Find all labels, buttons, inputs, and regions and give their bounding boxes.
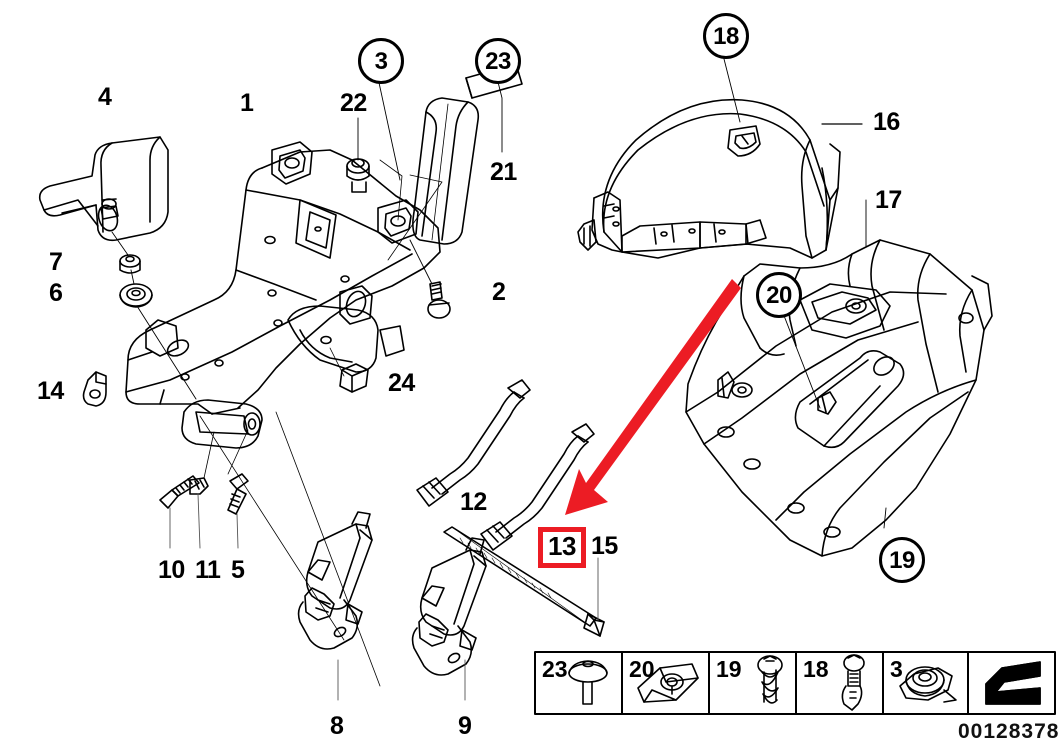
- part-24-block: [339, 363, 369, 393]
- part-11-washer: [189, 477, 209, 495]
- callout-7[interactable]: 7: [49, 248, 63, 276]
- part-2-bolt: [427, 281, 451, 319]
- part-14-clip: [82, 371, 107, 407]
- legend-icon-20: [637, 663, 699, 703]
- callout-18[interactable]: 18: [703, 13, 749, 59]
- part-7-washer: [119, 254, 141, 274]
- part-3-adjust-tube: [412, 97, 480, 245]
- legend-number-23[interactable]: 23: [542, 656, 568, 682]
- callout-16[interactable]: 16: [873, 108, 900, 136]
- callout-14[interactable]: 14: [37, 377, 64, 405]
- callout-4[interactable]: 4: [98, 83, 112, 111]
- part-5-bolt: [227, 473, 249, 515]
- legend-box: [534, 651, 1056, 715]
- callout-19[interactable]: 19: [879, 537, 925, 583]
- legend-number-3[interactable]: 3: [890, 656, 903, 682]
- legend-number-20[interactable]: 20: [629, 656, 655, 682]
- callout-1[interactable]: 1: [240, 89, 254, 117]
- callout-2[interactable]: 2: [492, 278, 506, 306]
- callout-15[interactable]: 15: [591, 532, 618, 560]
- diagram-id: 00128378: [958, 720, 1060, 743]
- legend-number-19[interactable]: 19: [716, 656, 742, 682]
- callout-12[interactable]: 12: [460, 488, 487, 516]
- part-15-cable-tie: [443, 526, 605, 637]
- callout-9[interactable]: 9: [458, 712, 472, 740]
- callout-11[interactable]: 11: [195, 556, 221, 584]
- part-12-cable: [416, 379, 531, 507]
- callout-6[interactable]: 6: [49, 279, 63, 307]
- legend-number-18[interactable]: 18: [803, 656, 829, 682]
- callout-22[interactable]: 22: [340, 89, 367, 117]
- part-4-lever: [38, 136, 169, 242]
- callout-20[interactable]: 20: [756, 272, 802, 318]
- callout-10[interactable]: 10: [158, 556, 185, 584]
- callout-24[interactable]: 24: [388, 369, 415, 397]
- highlight-arrow: [565, 279, 741, 515]
- callout-17[interactable]: 17: [875, 186, 902, 214]
- part-10-bolt: [159, 475, 200, 509]
- callout-8[interactable]: 8: [330, 712, 344, 740]
- legend-icon-23: [568, 660, 608, 705]
- legend-icon-direction-arrow: [985, 661, 1041, 705]
- part-13-cable: [480, 423, 595, 551]
- part-1-column-bracket: [125, 141, 441, 449]
- legend-icon-3: [899, 666, 957, 703]
- part-17-lower-cover: [685, 239, 993, 557]
- legend-icon-19: [757, 655, 783, 704]
- part-8-motor: [297, 511, 373, 650]
- callout-23[interactable]: 23: [475, 38, 521, 84]
- callout-5[interactable]: 5: [231, 556, 245, 584]
- legend-icon-18: [841, 654, 865, 711]
- part-16-upper-cover: [577, 98, 841, 259]
- part-9-motor: [411, 537, 487, 676]
- callout-3[interactable]: 3: [358, 38, 404, 84]
- part-6-grommet: [119, 283, 153, 308]
- callout-21[interactable]: 21: [490, 158, 517, 186]
- callout-13-highlighted[interactable]: 13: [538, 527, 586, 568]
